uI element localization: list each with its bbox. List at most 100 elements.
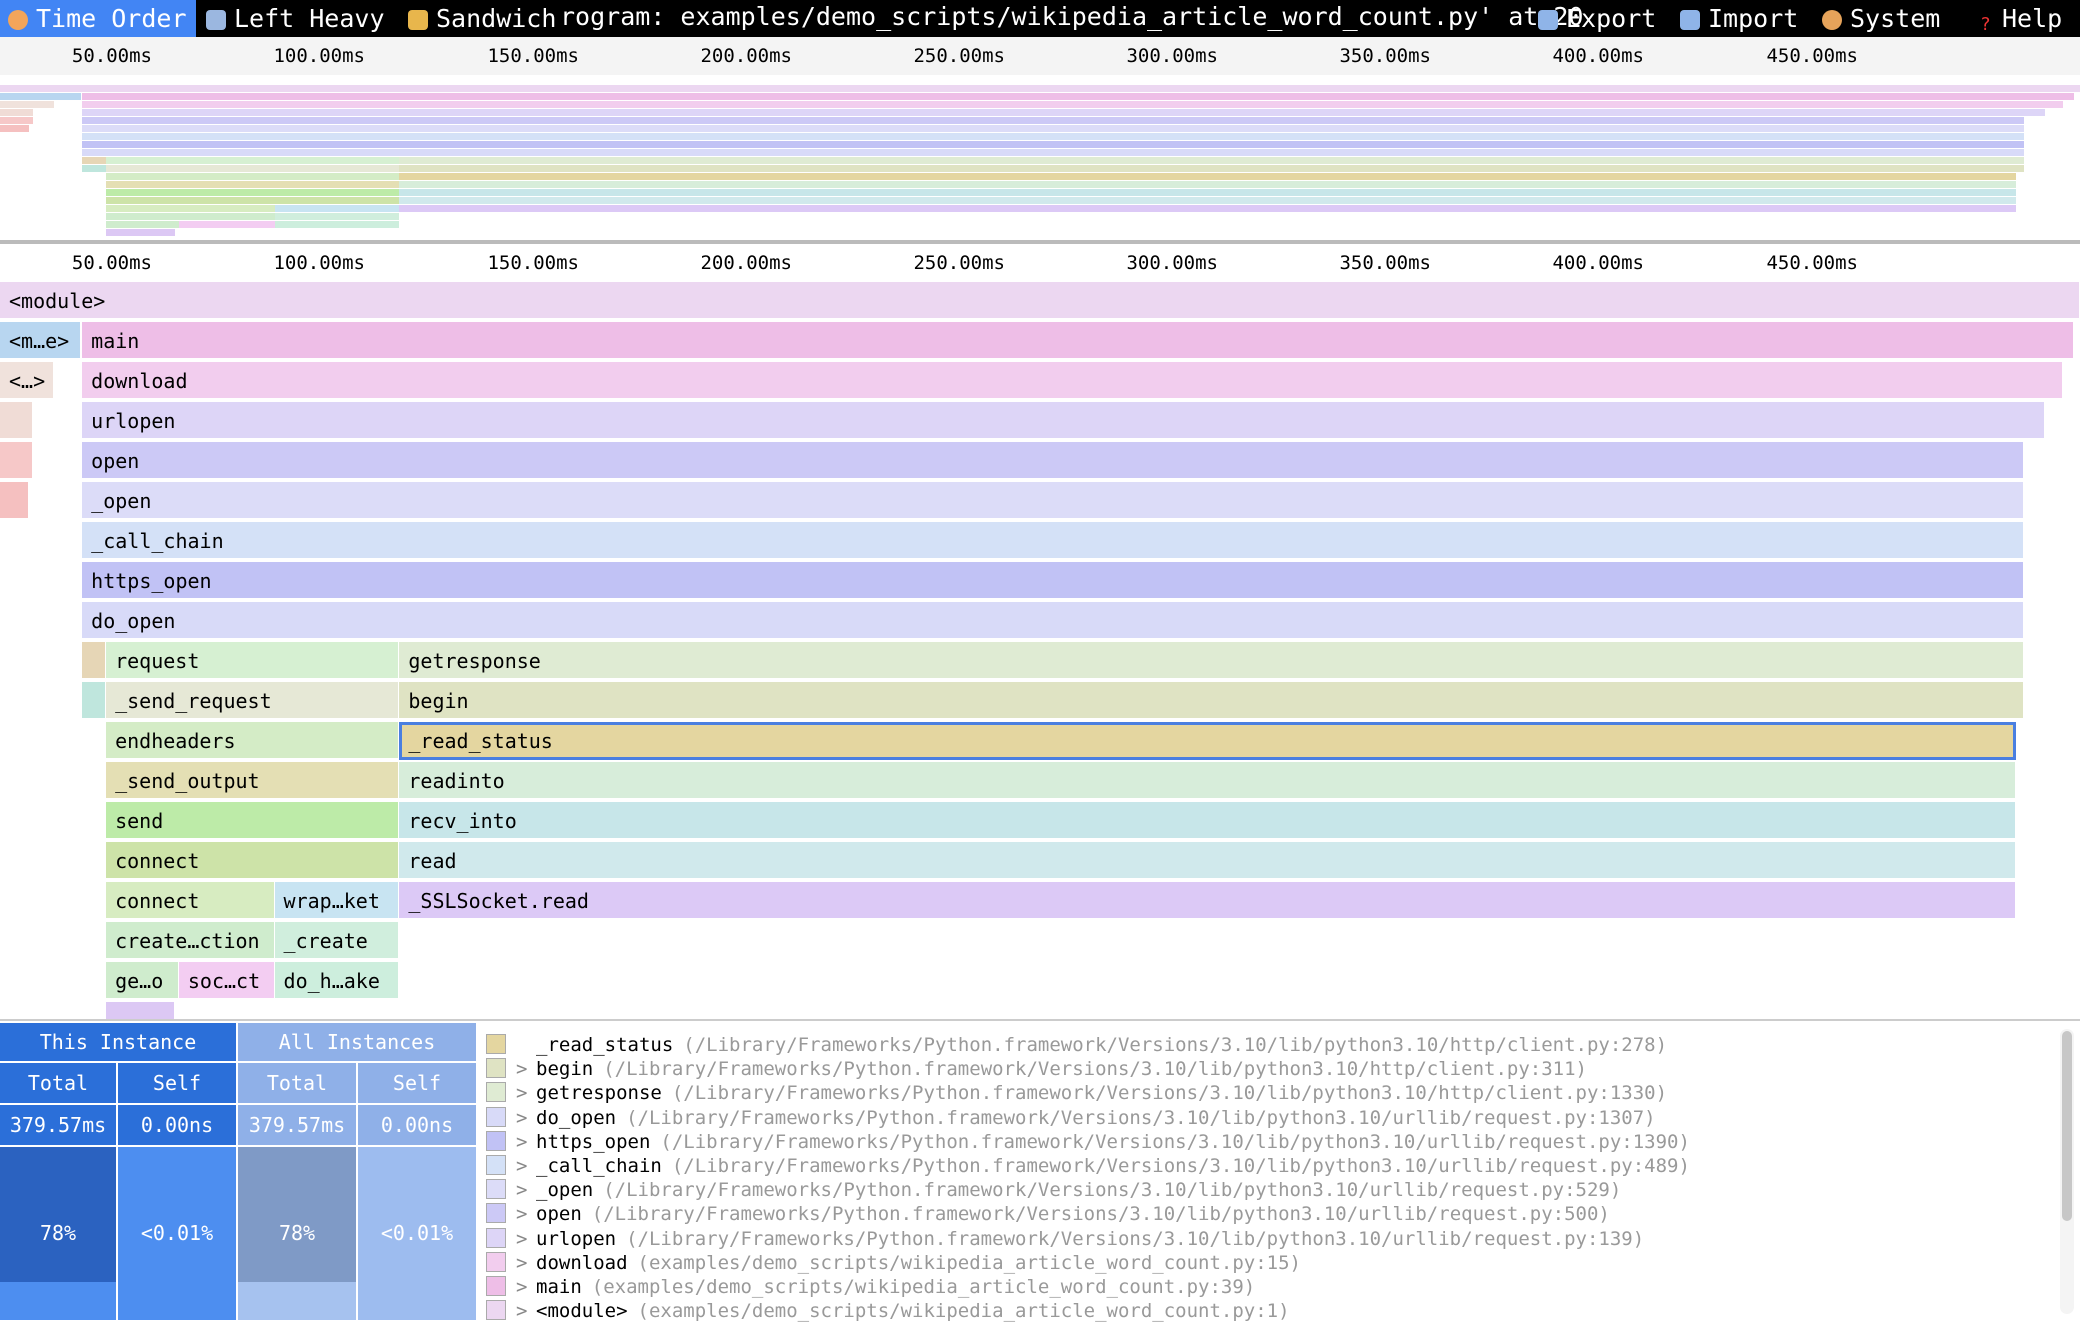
expand-arrow-icon[interactable]: > bbox=[516, 1082, 528, 1105]
tab-sandwich[interactable]: Sandwich bbox=[400, 0, 568, 37]
flame-frame[interactable]: _call_chain bbox=[82, 522, 2024, 560]
flame-frame[interactable]: _SSLSocket.read bbox=[399, 882, 2016, 920]
callers-scrollbar[interactable] bbox=[2060, 1029, 2074, 1314]
caller-name: urlopen bbox=[536, 1227, 617, 1250]
caller-row[interactable]: >open(/Library/Frameworks/Python.framewo… bbox=[486, 1202, 1610, 1226]
flame-frame[interactable]: begin bbox=[399, 682, 2024, 720]
minimap-bar bbox=[106, 213, 275, 220]
caller-row[interactable]: > urlopen (/Library/Frameworks/Python.fram… bbox=[486, 1227, 1644, 1251]
expand-arrow-icon[interactable]: > bbox=[516, 1300, 528, 1323]
expand-arrow-icon[interactable]: > bbox=[516, 1179, 528, 1202]
caller-row[interactable]: >_open(/Library/Frameworks/Python.framew… bbox=[486, 1178, 1621, 1202]
expand-arrow-icon[interactable]: > bbox=[516, 1106, 528, 1129]
expand-arrow-icon[interactable]: > bbox=[516, 1058, 528, 1081]
caller-row[interactable]: >getresponse(/Library/Frameworks/Python.… bbox=[486, 1081, 1667, 1105]
help-button[interactable]: ?Help bbox=[1972, 0, 2088, 37]
flame-frame[interactable]: read bbox=[399, 842, 2016, 880]
flame-frame[interactable]: <module> bbox=[0, 282, 2080, 320]
export-button[interactable]: Export bbox=[1530, 0, 1673, 37]
export-label: Export bbox=[1566, 4, 1657, 33]
flame-frame[interactable] bbox=[0, 442, 34, 480]
all-total-header: Total bbox=[238, 1063, 356, 1103]
flame-frame[interactable]: urlopen bbox=[82, 402, 2045, 440]
minimap-bar bbox=[0, 85, 2080, 92]
minimap-separator[interactable] bbox=[0, 240, 2080, 244]
flame-frame[interactable]: endheaders bbox=[106, 722, 400, 760]
flame-frame[interactable]: soc…ct bbox=[178, 962, 275, 1000]
flame-frame[interactable] bbox=[82, 642, 107, 680]
flame-frame[interactable]: _send_output bbox=[106, 762, 400, 800]
caller-file: (/Library/Frameworks/Python.framework/Ve… bbox=[626, 1106, 1656, 1129]
callers-list: _read_status(/Library/Frameworks/Python.… bbox=[486, 1033, 2056, 1323]
flame-frame[interactable]: recv_into bbox=[399, 802, 2016, 840]
flame-frame[interactable]: _send_request bbox=[106, 682, 400, 720]
flame-frame[interactable]: connect bbox=[106, 842, 400, 880]
minimap-bar bbox=[106, 181, 400, 188]
flame-frame[interactable] bbox=[82, 682, 107, 720]
flame-tick-label: 100.00ms bbox=[273, 252, 365, 274]
caller-file: (examples/demo_scripts/wikipedia_article… bbox=[637, 1251, 1301, 1274]
flame-frame[interactable]: open bbox=[82, 442, 2024, 480]
this-self-header: Self bbox=[118, 1063, 236, 1103]
flame-frame[interactable]: <…> bbox=[0, 362, 55, 400]
flame-frame[interactable]: _create bbox=[274, 922, 400, 960]
minimap-bar bbox=[82, 117, 2024, 124]
minimap-bar bbox=[274, 205, 400, 212]
caller-file: (/Library/Frameworks/Python.framework/Ve… bbox=[626, 1227, 1645, 1250]
flame-frame[interactable]: download bbox=[82, 362, 2064, 400]
caller-row[interactable]: ><module>(examples/demo_scripts/wikipedi… bbox=[486, 1299, 1290, 1323]
scrollbar-thumb[interactable] bbox=[2062, 1031, 2072, 1221]
flame-frame[interactable]: wrap…ket bbox=[274, 882, 400, 920]
minimap-bar bbox=[106, 221, 179, 228]
flame-frame[interactable]: connect bbox=[106, 882, 275, 920]
expand-arrow-icon[interactable]: > bbox=[516, 1227, 528, 1250]
minimap-bar bbox=[106, 197, 400, 204]
minimap-bar bbox=[399, 165, 2024, 172]
flame-frame[interactable]: getresponse bbox=[399, 642, 2024, 680]
flame-frame[interactable]: main bbox=[82, 322, 2074, 360]
flame-frame[interactable]: _open bbox=[82, 482, 2024, 520]
back-arrow-icon bbox=[206, 10, 226, 30]
tab-time-order[interactable]: Time Order bbox=[0, 0, 196, 37]
expand-arrow-icon[interactable]: > bbox=[516, 1251, 528, 1274]
caller-row[interactable]: >main(examples/demo_scripts/wikipedia_ar… bbox=[486, 1275, 1255, 1299]
this-instance-header: This Instance bbox=[0, 1023, 236, 1061]
flame-frame[interactable]: do_open bbox=[82, 602, 2024, 640]
flame-tick-label: 450.00ms bbox=[1766, 252, 1858, 274]
details-panel: This Instance All Instances Total Self T… bbox=[0, 1019, 2080, 1323]
expand-arrow-icon[interactable]: > bbox=[516, 1276, 528, 1298]
expand-arrow-icon[interactable]: > bbox=[516, 1130, 528, 1153]
import-button[interactable]: Import bbox=[1672, 0, 1815, 37]
flame-frame[interactable]: https_open bbox=[82, 562, 2024, 600]
flame-frame[interactable]: do_h…ake bbox=[274, 962, 400, 1000]
minimap-bar bbox=[178, 221, 275, 228]
flame-frame[interactable]: request bbox=[106, 642, 400, 680]
caller-name: open bbox=[536, 1203, 582, 1226]
flame-frame[interactable]: create…ction bbox=[106, 922, 275, 960]
caller-file: (/Library/Frameworks/Python.framework/Ve… bbox=[683, 1034, 1668, 1056]
flame-frame[interactable]: send bbox=[106, 802, 400, 840]
flame-frame[interactable]: <m…e> bbox=[0, 322, 82, 360]
profile-title: rogram: examples/demo_scripts/wikipedia_… bbox=[560, 2, 1584, 31]
flame-frame[interactable]: _read_status bbox=[399, 722, 2016, 760]
flame-frame[interactable] bbox=[0, 482, 30, 520]
expand-arrow-icon[interactable]: > bbox=[516, 1155, 528, 1177]
import-label: Import bbox=[1708, 4, 1799, 33]
all-total-percent: 78% bbox=[278, 1221, 316, 1245]
expand-arrow-icon[interactable]: > bbox=[516, 1203, 528, 1226]
minimap-bar bbox=[399, 205, 2016, 212]
minimap-bar bbox=[274, 221, 400, 228]
caller-row[interactable]: >download(examples/demo_scripts/wikipedi… bbox=[486, 1251, 1301, 1275]
caller-row[interactable]: >begin(/Library/Frameworks/Python.framew… bbox=[486, 1057, 1587, 1081]
caller-row[interactable]: >_call_chain(/Library/Frameworks/Python.… bbox=[486, 1154, 1690, 1178]
system-theme-button[interactable]: System bbox=[1814, 0, 1972, 37]
flame-frame[interactable]: ge…o bbox=[106, 962, 179, 1000]
caller-row[interactable]: >https_open(/Library/Frameworks/Python.f… bbox=[486, 1130, 1690, 1154]
caller-row[interactable]: _read_status(/Library/Frameworks/Python.… bbox=[486, 1033, 1667, 1057]
caller-row[interactable]: >do_open(/Library/Frameworks/Python.fram… bbox=[486, 1106, 1656, 1130]
flame-frame[interactable]: readinto bbox=[399, 762, 2016, 800]
tab-left-heavy[interactable]: Left Heavy bbox=[198, 0, 406, 37]
flame-frame[interactable] bbox=[0, 402, 34, 440]
